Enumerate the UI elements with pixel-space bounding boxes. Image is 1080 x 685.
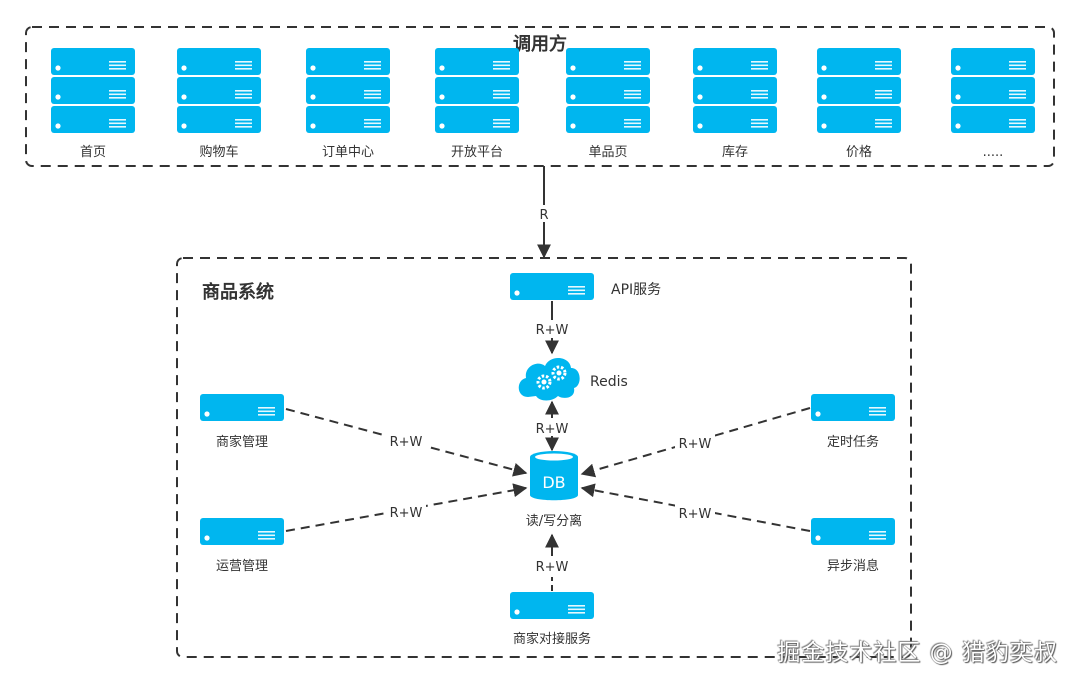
server-stack-icon xyxy=(951,48,1035,75)
caller-0[interactable]: 首页 xyxy=(51,48,135,160)
server-stack-icon xyxy=(306,77,390,104)
api-service-label: API服务 xyxy=(611,282,661,298)
caller-2[interactable]: 订单中心 xyxy=(306,48,390,160)
edge-label-ops-db: R+W xyxy=(390,506,423,521)
caller-label: 价格 xyxy=(846,144,872,160)
server-stack-icon xyxy=(817,106,901,133)
server-stack-icon xyxy=(306,106,390,133)
server-stack-icon xyxy=(566,77,650,104)
server-stack-icon xyxy=(177,106,261,133)
scheduled-task-label: 定时任务 xyxy=(827,434,879,450)
caller-4[interactable]: 单品页 xyxy=(566,48,650,160)
server-stack-icon xyxy=(177,48,261,75)
edge-label-merchant-db: R+W xyxy=(390,435,423,450)
product-system-box xyxy=(176,257,912,658)
caller-label: 单品页 xyxy=(588,145,627,160)
caller-7[interactable]: ..... xyxy=(951,48,1035,160)
redis-cloud-gears-icon[interactable] xyxy=(518,357,580,401)
merchant-mgmt-label: 商家管理 xyxy=(216,434,268,450)
redis-label: Redis xyxy=(590,374,628,390)
caller-5[interactable]: 库存 xyxy=(693,48,777,160)
edge-label-api-redis: R+W xyxy=(536,323,569,338)
caller-6[interactable]: 价格 xyxy=(817,48,901,160)
server-stack-icon xyxy=(435,48,519,75)
edge-label-r: R xyxy=(539,208,548,223)
ops-mgmt-server-icon[interactable] xyxy=(200,518,284,545)
db-caption: 读/写分离 xyxy=(526,513,582,529)
caller-3[interactable]: 开放平台 xyxy=(435,48,519,160)
async-message-server-icon[interactable] xyxy=(811,518,895,545)
server-stack-icon xyxy=(51,77,135,104)
server-stack-icon xyxy=(566,48,650,75)
edge-label-redis-db: R+W xyxy=(536,422,569,437)
edge-label-integration-db: R+W xyxy=(536,560,569,575)
edge-scheduled-db xyxy=(580,407,811,478)
scheduled-task-server-icon[interactable] xyxy=(811,394,895,421)
server-stack-icon xyxy=(951,77,1035,104)
merchant-integration-server-icon[interactable] xyxy=(510,592,594,619)
caller-label: 库存 xyxy=(722,144,748,160)
caller-label: 订单中心 xyxy=(322,145,374,160)
caller-label: 开放平台 xyxy=(451,145,503,160)
server-stack-icon xyxy=(693,48,777,75)
server-stack-icon xyxy=(693,106,777,133)
database-icon[interactable]: DB xyxy=(530,451,578,501)
edge-label-scheduled-db: R+W xyxy=(679,437,712,452)
server-stack-icon xyxy=(435,77,519,104)
merchant-integration-label: 商家对接服务 xyxy=(513,631,591,647)
server-stack-icon xyxy=(306,48,390,75)
edge-async-db xyxy=(580,483,811,532)
server-stack-icon xyxy=(951,106,1035,133)
server-stack-icon xyxy=(693,77,777,104)
server-stack-icon xyxy=(435,106,519,133)
server-stack-icon xyxy=(51,48,135,75)
async-message-label: 异步消息 xyxy=(827,558,879,574)
caller-label: 首页 xyxy=(80,145,106,160)
api-service-server-icon[interactable] xyxy=(510,273,594,300)
merchant-mgmt-server-icon[interactable] xyxy=(200,394,284,421)
callers-title: 调用方 xyxy=(513,33,567,55)
server-stack-icon xyxy=(817,77,901,104)
server-stack-icon xyxy=(817,48,901,75)
caller-label: 购物车 xyxy=(199,144,238,160)
callers-group-box xyxy=(25,26,1055,167)
product-system-title: 商品系统 xyxy=(202,281,274,303)
edge-label-async-db: R+W xyxy=(679,507,712,522)
watermark: 掘金技术社区 @ 猎豹奕叔 xyxy=(777,640,1058,666)
server-stack-icon xyxy=(566,106,650,133)
caller-1[interactable]: 购物车 xyxy=(177,48,261,160)
server-stack-icon xyxy=(51,106,135,133)
ops-mgmt-label: 运营管理 xyxy=(216,559,268,574)
caller-label: ..... xyxy=(983,145,1004,160)
db-label: DB xyxy=(542,473,565,492)
server-stack-icon xyxy=(177,77,261,104)
